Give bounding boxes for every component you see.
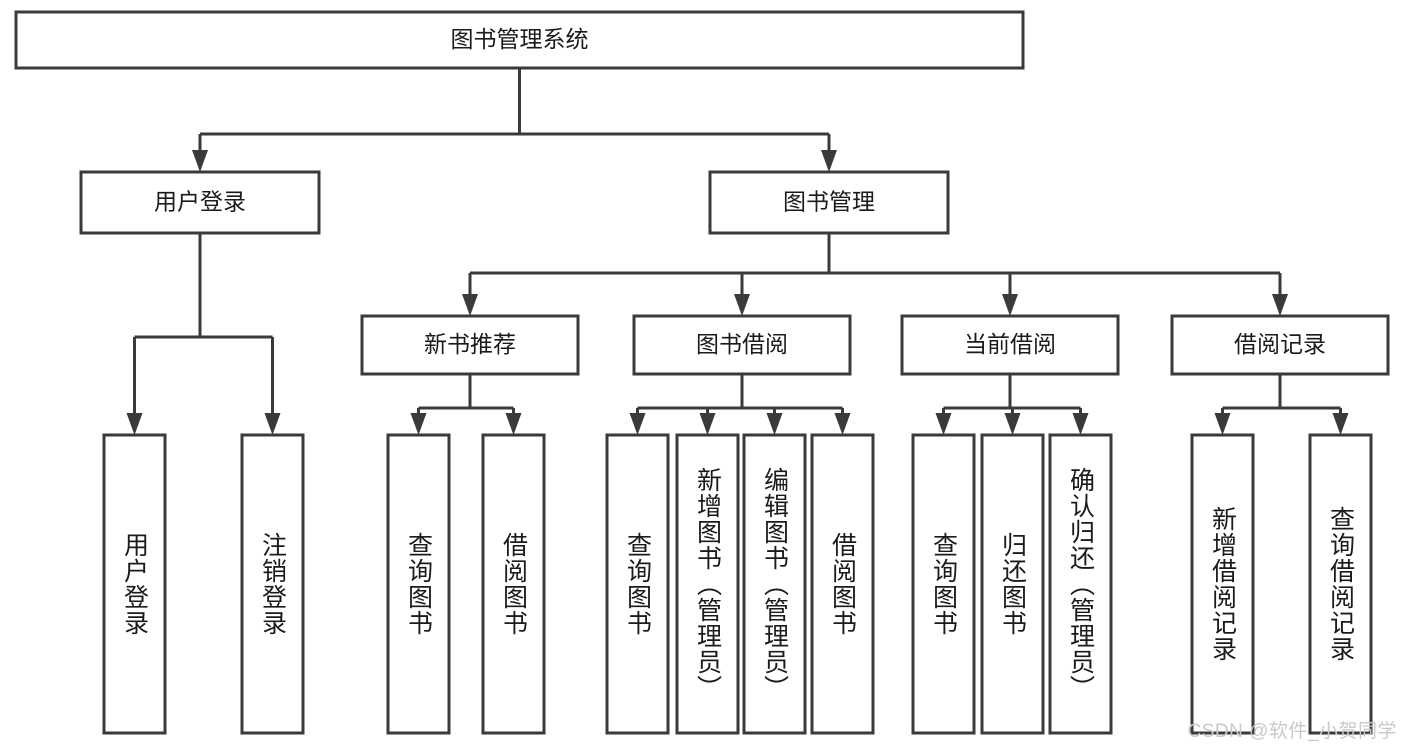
- node-label-root: 图书管理系统: [451, 26, 589, 52]
- arrowhead: [1214, 413, 1231, 435]
- node-box-leaf-user-login: [102, 433, 167, 735]
- node-box-leaf-borrow-query-book: [605, 433, 670, 735]
- arrowhead: [192, 150, 208, 172]
- node-box-root: [14, 10, 1025, 70]
- arrowhead: [126, 413, 143, 435]
- arrowhead: [1002, 294, 1018, 316]
- arrowhead: [462, 294, 478, 316]
- arrowhead: [505, 413, 522, 435]
- node-box-leaf-record-query: [1308, 433, 1373, 735]
- node-box-leaf-current-query-book: [911, 433, 976, 735]
- node-layer: [14, 10, 1390, 735]
- arrowhead: [935, 413, 952, 435]
- node-label-book-borrow: 图书借阅: [696, 331, 788, 357]
- arrowhead: [629, 413, 646, 435]
- arrowhead: [821, 150, 837, 172]
- node-label-book-manage: 图书管理: [783, 189, 875, 215]
- node-box-book-manage: [708, 170, 950, 235]
- node-box-leaf-rec-query-book: [386, 433, 451, 735]
- arrowhead: [734, 294, 750, 316]
- node-box-leaf-record-add: [1190, 433, 1255, 735]
- arrowhead: [766, 413, 783, 435]
- node-label-user-login: 用户登录: [154, 189, 246, 215]
- node-box-leaf-rec-borrow-book: [481, 433, 546, 735]
- node-label-new-book-rec: 新书推荐: [424, 331, 516, 357]
- node-box-new-book-rec: [360, 314, 580, 376]
- node-label-current-borrow: 当前借阅: [964, 331, 1056, 357]
- node-box-leaf-borrow-borrow-book: [810, 433, 875, 735]
- node-box-book-borrow: [632, 314, 852, 376]
- arrowhead: [1072, 413, 1089, 435]
- node-box-leaf-borrow-add-book: [675, 433, 740, 735]
- csdn-watermark: CSDN @软件_小贺同学: [1187, 721, 1397, 742]
- node-label-borrow-record: 借阅记录: [1234, 331, 1326, 357]
- arrowhead: [1272, 294, 1288, 316]
- arrowhead: [834, 413, 851, 435]
- node-box-borrow-record: [1170, 314, 1390, 376]
- arrowhead: [1004, 413, 1021, 435]
- connector-layer: [126, 68, 1349, 435]
- node-box-user-login: [79, 170, 321, 235]
- node-box-leaf-borrow-edit-book: [742, 433, 807, 735]
- node-box-leaf-user-logout: [240, 433, 305, 735]
- arrowhead: [410, 413, 427, 435]
- node-box-current-borrow: [900, 314, 1120, 376]
- arrowhead: [264, 413, 281, 435]
- node-box-leaf-current-return-book: [980, 433, 1045, 735]
- arrowhead: [699, 413, 716, 435]
- arrowhead: [1332, 413, 1349, 435]
- node-box-leaf-current-confirm-return: [1048, 433, 1113, 735]
